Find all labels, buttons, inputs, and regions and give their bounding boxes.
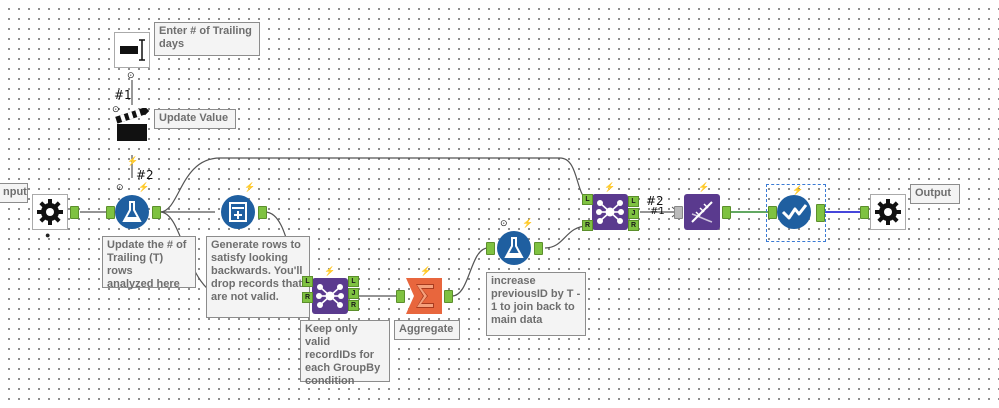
generate-rows-tool[interactable] (220, 194, 256, 230)
connection-label-1: #1 (114, 88, 132, 102)
update-rows-annotation: Update the # of Trailing (T) rows analyz… (102, 236, 196, 290)
formula1-input-anchor[interactable] (106, 206, 115, 219)
join2-l-output-anchor[interactable]: L (628, 196, 639, 207)
select-input-anchor[interactable] (674, 206, 683, 219)
dna-select-icon (684, 194, 720, 230)
action-info-icon: ⊙ (112, 104, 120, 114)
wire-formula-join2 (159, 157, 591, 213)
input-tool[interactable] (32, 194, 68, 230)
formula1-info-icon: ⊙ (116, 182, 124, 192)
action-lightning-icon: ⚡ (127, 156, 139, 166)
join1-left-anchor[interactable]: L (302, 276, 313, 287)
check-lightning-icon: ⚡ (792, 185, 804, 195)
formula2-lightning-icon: ⚡ (522, 218, 534, 228)
join2-lightning-icon: ⚡ (604, 182, 616, 192)
output-annotation: Output (910, 184, 960, 204)
summarize-output-anchor[interactable] (444, 290, 453, 303)
output-input-anchor[interactable] (860, 206, 869, 219)
wire-summarize-formula2 (451, 247, 489, 297)
summarize-tool[interactable] (406, 278, 442, 314)
generate-rows-annotation: Generate rows to satisfy looking backwar… (206, 236, 310, 318)
summarize-input-anchor[interactable] (396, 290, 405, 303)
check-tool[interactable] (776, 194, 812, 230)
join-icon (312, 278, 348, 314)
increase-previous-annotation: increase previousID by T - 1 to join bac… (486, 272, 586, 336)
join2-connection-label-2: #2 (646, 194, 664, 208)
numeric-up-down-icon (114, 32, 150, 68)
sigma-summarize-icon (406, 278, 442, 314)
gear-output-icon (870, 194, 906, 230)
numeric-up-down-tool[interactable] (114, 32, 150, 68)
generate-output-anchor[interactable] (258, 206, 267, 219)
input-annotation-partial: nput (0, 183, 28, 203)
keep-valid-annotation: Keep only valid recordIDs for each Group… (300, 320, 390, 387)
join2-j-output-anchor[interactable]: J (628, 208, 639, 219)
input-info-icon: ● (45, 230, 51, 240)
join2-left-anchor[interactable]: L (582, 194, 593, 205)
join-tool-2[interactable] (592, 194, 628, 230)
join2-r-output-anchor[interactable]: R (628, 220, 639, 231)
join1-right-anchor[interactable]: R (302, 292, 313, 303)
select-output-anchor[interactable] (722, 206, 731, 219)
generate-rows-icon (221, 195, 255, 229)
input-output-anchor[interactable] (70, 206, 79, 219)
update-value-annotation: Update Value (154, 109, 236, 129)
action-tool[interactable] (114, 108, 150, 144)
join1-lightning-icon: ⚡ (324, 266, 336, 276)
generate-lightning-icon: ⚡ (244, 182, 256, 192)
formula-tool-2[interactable] (496, 230, 532, 266)
join1-l-output-anchor[interactable]: L (348, 276, 359, 287)
formula2-info-icon: ⊙ (500, 218, 508, 228)
join-tool-1[interactable] (312, 278, 348, 314)
join1-r-output-anchor[interactable]: R (348, 300, 359, 311)
formula-flask-icon (497, 231, 531, 265)
join2-connection-label-1: #1 (650, 206, 665, 217)
output-tool[interactable] (870, 194, 906, 230)
summarize-lightning-icon: ⚡ (420, 266, 432, 276)
numeric-info-icon: ⊙ (127, 70, 135, 80)
connection-label-2: #2 (136, 168, 154, 182)
gear-input-icon (32, 194, 68, 230)
formula2-output-anchor[interactable] (534, 242, 543, 255)
formula2-input-anchor[interactable] (486, 242, 495, 255)
select-tool[interactable] (684, 194, 720, 230)
join1-j-output-anchor[interactable]: J (348, 288, 359, 299)
formula-tool-1[interactable] (114, 194, 150, 230)
check-output-anchor[interactable] (816, 204, 825, 222)
select-lightning-icon: ⚡ (698, 182, 710, 192)
formula1-lightning-icon: ⚡ (138, 182, 150, 192)
clapper-action-icon (115, 108, 150, 141)
formula1-output-anchor[interactable] (152, 206, 161, 219)
join2-right-anchor[interactable]: R (582, 220, 593, 231)
check-input-anchor[interactable] (768, 206, 777, 219)
check-selection-box (766, 184, 826, 242)
trailing-days-annotation: Enter # of Trailing days (154, 22, 260, 56)
aggregate-annotation: Aggregate (394, 320, 460, 340)
join-icon (592, 194, 628, 230)
check-icon (777, 195, 811, 229)
formula-flask-icon (115, 195, 149, 229)
